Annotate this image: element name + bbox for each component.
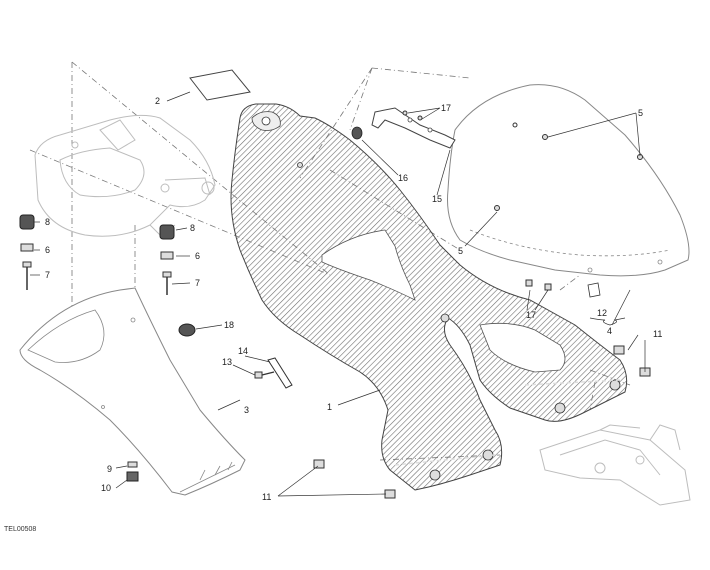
callout-1: 1 [327,402,332,412]
callout-4: 4 [607,326,612,336]
callout-12: 12 [597,308,607,318]
callout-7-right: 7 [195,278,200,288]
callout-18: 18 [224,320,234,330]
callout-5-upper: 5 [638,108,643,118]
callout-5-lower: 5 [458,246,463,256]
fasteners [19,110,651,499]
callout-13: 13 [222,357,232,367]
callout-8-right: 8 [190,223,195,233]
tail-fairing [19,287,246,496]
callout-17-upper: 17 [441,103,451,113]
callout-6-left: 6 [45,245,50,255]
drawing-code: TEL00508 [4,526,36,533]
callout-7-left: 7 [45,270,50,280]
side-panel [230,103,628,491]
callout-16: 16 [398,173,408,183]
frame-outline [34,114,216,237]
callout-14: 14 [238,346,248,356]
callout-2: 2 [155,96,160,106]
leader-lines [30,91,646,497]
callout-3: 3 [244,405,249,415]
callout-6-right: 6 [195,251,200,261]
callout-labels: 2 1 3 4 5 5 6 6 7 7 8 8 9 10 11 11 12 13… [45,96,662,502]
callout-10: 10 [101,483,111,493]
callout-15: 15 [432,194,442,204]
callout-17-lower: 17 [526,310,536,320]
callout-11-right: 11 [653,329,662,339]
callout-8-left: 8 [45,217,50,227]
callout-11-bottom: 11 [262,492,271,502]
bracket-and-damper [351,107,456,149]
label-plate [189,69,251,101]
rear-subframe-outline [539,424,691,506]
seat-cover [447,84,690,277]
callout-9: 9 [107,464,112,474]
